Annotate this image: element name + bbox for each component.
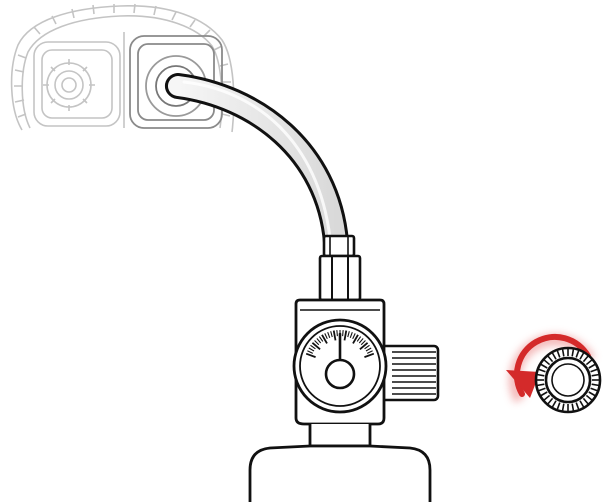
knob-tooth [575, 402, 580, 410]
knob-tooth [537, 373, 545, 377]
knob-tooth [571, 403, 575, 411]
knob-tooth [547, 397, 554, 405]
knob-tooth [540, 363, 548, 369]
gauge-tick [310, 344, 316, 350]
gauge-tick [343, 330, 348, 341]
knob-tooth [561, 403, 565, 411]
gauge-tick [318, 336, 324, 342]
gauge-tick [332, 330, 337, 341]
knob-tooth [582, 355, 589, 363]
gauge-tick [365, 347, 372, 352]
hose [165, 73, 349, 255]
knob-tooth [561, 349, 565, 357]
knob-tooth [575, 350, 580, 358]
knob-tooth [547, 355, 554, 363]
knob-tooth [590, 368, 598, 373]
gauge-tick [347, 331, 350, 338]
gauge-tick [330, 331, 333, 338]
gauge-tick [352, 334, 359, 344]
knob-tooth [579, 352, 585, 360]
gauge-tick [349, 331, 353, 338]
cylinder [248, 444, 432, 502]
gauge-tick [364, 352, 375, 358]
gauge-tick [314, 340, 320, 346]
knob-tooth [538, 387, 546, 392]
knob-tooth [585, 359, 593, 366]
hose-connector [318, 234, 362, 302]
knob-tooth [579, 400, 585, 408]
gauge-tick [311, 342, 321, 350]
knob-tooth [543, 359, 551, 366]
gauge-tick [324, 333, 328, 340]
pressure-gauge [292, 318, 388, 414]
gauge-tick [307, 350, 314, 354]
control-knob [376, 344, 440, 402]
gauge-tick [366, 350, 373, 354]
gauge-tick [360, 340, 366, 346]
knob-tooth [543, 394, 551, 401]
gauge-tick [342, 330, 344, 337]
knob-tooth [540, 391, 548, 397]
regulator [292, 298, 440, 448]
gauge-tick [305, 352, 316, 358]
wheel-well [10, 3, 235, 133]
knob-tooth [556, 402, 561, 410]
arrowhead-icon [506, 370, 540, 398]
knob-tooth [588, 391, 596, 397]
gauge-tick [308, 347, 315, 352]
knob-tooth [571, 349, 575, 357]
gauge-tick [321, 334, 328, 344]
gauge-tick [327, 331, 331, 338]
gauge-tick [356, 336, 362, 342]
gauge-tick [364, 344, 370, 350]
gauge-tick [352, 333, 356, 340]
knob-tooth [537, 383, 545, 387]
knob-icon [534, 346, 602, 414]
knob-tooth [582, 397, 589, 405]
knob-tooth [551, 400, 557, 408]
gauge-tick [359, 342, 369, 350]
knob-tooth [585, 394, 593, 401]
gauge-tick [316, 338, 322, 344]
knob-tooth [591, 383, 599, 387]
knob-tooth [588, 363, 596, 369]
knob-tooth [556, 350, 561, 358]
knob-tooth [551, 352, 557, 360]
gauge-ticks [305, 330, 375, 358]
gauge-tick [358, 338, 364, 344]
gauge-tick [336, 330, 338, 337]
knob-tooth [591, 373, 599, 377]
knob-tooth [590, 387, 598, 392]
rotation-indicator [506, 333, 602, 414]
knob-tooth [538, 368, 546, 373]
